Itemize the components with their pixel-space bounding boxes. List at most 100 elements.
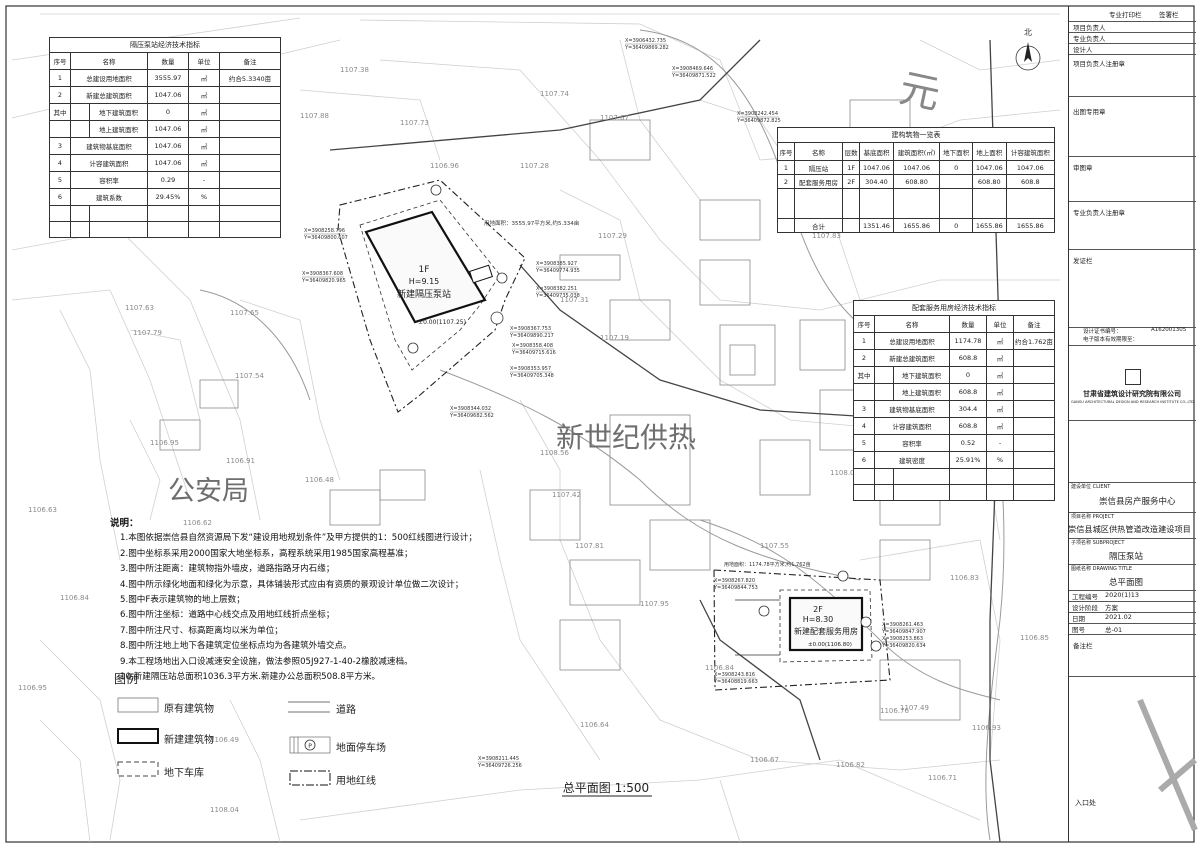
- table1-cell: 容积率: [70, 171, 148, 189]
- spot-elevation: 1108.01: [830, 469, 859, 477]
- coordinate-label: Y=36409872.825: [736, 118, 781, 124]
- coordinate-label: Y=36409735.038: [535, 293, 580, 299]
- coordinate-label: Y=36409820.634: [881, 643, 926, 649]
- table3-cell: [1013, 383, 1055, 401]
- tb-validity-label: 电子版本有效期限至：: [1083, 337, 1139, 343]
- coordinate-label: X=3908385.927: [536, 261, 577, 267]
- table2-cell: 0: [939, 218, 973, 233]
- table2-cell: 304.40: [859, 174, 894, 189]
- office-floor: 2F: [813, 605, 823, 614]
- station-elevation: ±0.00(1107.25): [418, 319, 466, 326]
- spot-elevation: 1106.62: [183, 519, 212, 527]
- coordinate-label: X=3908258.796: [304, 228, 345, 234]
- position-markers: [407, 184, 882, 652]
- tb-meta-label: 工程编号: [1072, 593, 1098, 601]
- site-redline-station: [337, 179, 526, 413]
- table2-cell: 配套服务用房: [793, 174, 844, 189]
- table1-cell: [219, 137, 281, 155]
- tb-subproject-label: 子项名称 SUBPROJECT: [1071, 540, 1125, 546]
- svg-text:P: P: [308, 743, 312, 750]
- station-redline-area: 用地面积：3555.97平方米,约5.334亩: [484, 219, 580, 227]
- table3-cell: 建筑物基底面积: [874, 400, 950, 418]
- table2-cell: 1655.86: [892, 218, 941, 233]
- spot-elevation: 1108.56: [540, 449, 569, 457]
- table3-cell: [1013, 417, 1055, 435]
- table1-cell: 5: [49, 171, 71, 189]
- coordinate-label: Y=36408819.663: [713, 679, 758, 685]
- table3-cell: 1174.78: [949, 332, 987, 350]
- table1-cell: [219, 86, 281, 104]
- table3-cell: 地上建筑面积: [893, 383, 950, 401]
- table2-cell: [939, 188, 973, 219]
- spot-elevation: 1107.67: [600, 114, 629, 122]
- table1-cell: [219, 188, 281, 206]
- spot-elevation: 1107.79: [133, 329, 162, 337]
- tb-institute-en: GANSU ARCHITECTURAL DESIGN AND RESEARCH …: [1071, 400, 1194, 404]
- area-label-police: 公安局: [168, 476, 249, 507]
- table3-cell: 约合1.762亩: [1013, 332, 1055, 350]
- table3-header: 数量: [949, 315, 987, 333]
- table1-cell: 29.45%: [147, 188, 189, 206]
- legend-land-redline: 用地红线: [336, 776, 376, 787]
- table1-cell: 1: [49, 69, 71, 87]
- area-label-heating: 新世纪供热: [556, 421, 696, 454]
- table2-cell: 608.80: [892, 174, 941, 189]
- tb-meta-value: 总-01: [1105, 626, 1123, 634]
- legend-road: 道路: [336, 705, 356, 716]
- spot-elevation: 1106.93: [972, 724, 1001, 732]
- coordinate-label: X=3908367.753: [510, 326, 551, 332]
- svg-text:北: 北: [1024, 28, 1032, 37]
- table1-cell: ㎡: [188, 137, 220, 155]
- coordinate-label: Y=36409847.907: [881, 629, 926, 635]
- tb-cert-value: A162001305: [1151, 327, 1187, 333]
- road-boundaries: [329, 39, 1001, 843]
- watermark-stroke-2: [1158, 757, 1197, 793]
- coordinate-label: X=3908267.820: [714, 578, 755, 584]
- note-item: 1.本图依据崇信县自然资源局下发“建设用地规划条件”及甲方提供的1：500红线图…: [120, 533, 477, 544]
- table2-cell: 1047.06: [892, 160, 941, 175]
- table1-cell: 新建总建筑面积: [70, 86, 148, 104]
- tb-project: 崇信县城区供热管道改造建设项目: [1068, 524, 1191, 534]
- coordinate-labels: X=3906432.735Y=36409869.282X=3908469.646…: [301, 38, 926, 769]
- table2-cell: 1F: [842, 160, 861, 175]
- table1-cell: ㎡: [188, 154, 220, 172]
- tb-field-pm-seal: 项目负责人注册章: [1073, 60, 1125, 68]
- spot-elevation: 1106.76: [880, 707, 909, 715]
- table2-cell: 1047.06: [859, 160, 894, 175]
- tb-project-label: 项目名称 PROJECT: [1071, 514, 1115, 520]
- table2-cell: [939, 174, 973, 189]
- spot-elevation: 1106.84: [60, 594, 89, 602]
- table3-cell: [1013, 366, 1055, 384]
- table3-cell: 新建总建筑面积: [874, 349, 950, 367]
- tb-cert-label: 设计证书编号：: [1083, 329, 1122, 335]
- tb-field-license: 发证栏: [1073, 257, 1093, 265]
- table2-caption: 建构筑物一览表: [777, 127, 1055, 142]
- table1-cell: 1047.06: [147, 154, 189, 172]
- spot-elevation: 1107.29: [598, 232, 627, 240]
- coordinate-label: X=3908353.957: [510, 366, 551, 372]
- table1-header: 名称: [70, 52, 148, 70]
- buildings-list-table: 建构筑物一览表 序号名称层数基底面积建筑面积(㎡)地下面积地上面积计容建筑面积 …: [777, 127, 1056, 233]
- table3-cell: 建筑密度: [874, 451, 950, 469]
- spot-elevation: 1107.81: [575, 542, 604, 550]
- sheet-border: [5, 5, 1195, 843]
- table3-cell: 4: [853, 417, 875, 435]
- note-item: 2.图中坐标系采用2000国家大地坐标系，高程系统采用1985国家高程基准；: [120, 548, 413, 559]
- table3-cell: [1013, 451, 1055, 469]
- note-item: 6.图中所注坐标：道路中心线交点及用地红线折点坐标；: [120, 610, 335, 621]
- legend-new-building: 新建建筑物: [164, 735, 214, 746]
- new-office-building: [788, 596, 864, 652]
- note-item: 7.图中所注尺寸、标高距离均以米为单位；: [120, 625, 283, 636]
- table2-cell: [777, 188, 795, 219]
- office-height: H=8.30: [803, 615, 834, 624]
- spot-elevation: 1106.48: [305, 476, 334, 484]
- table2-cell: 2F: [842, 174, 861, 189]
- table3-cell: [1013, 434, 1055, 452]
- note-item: 5.图中F表示建筑物的地上层数；: [120, 595, 245, 606]
- spot-elevation: 1107.42: [552, 491, 581, 499]
